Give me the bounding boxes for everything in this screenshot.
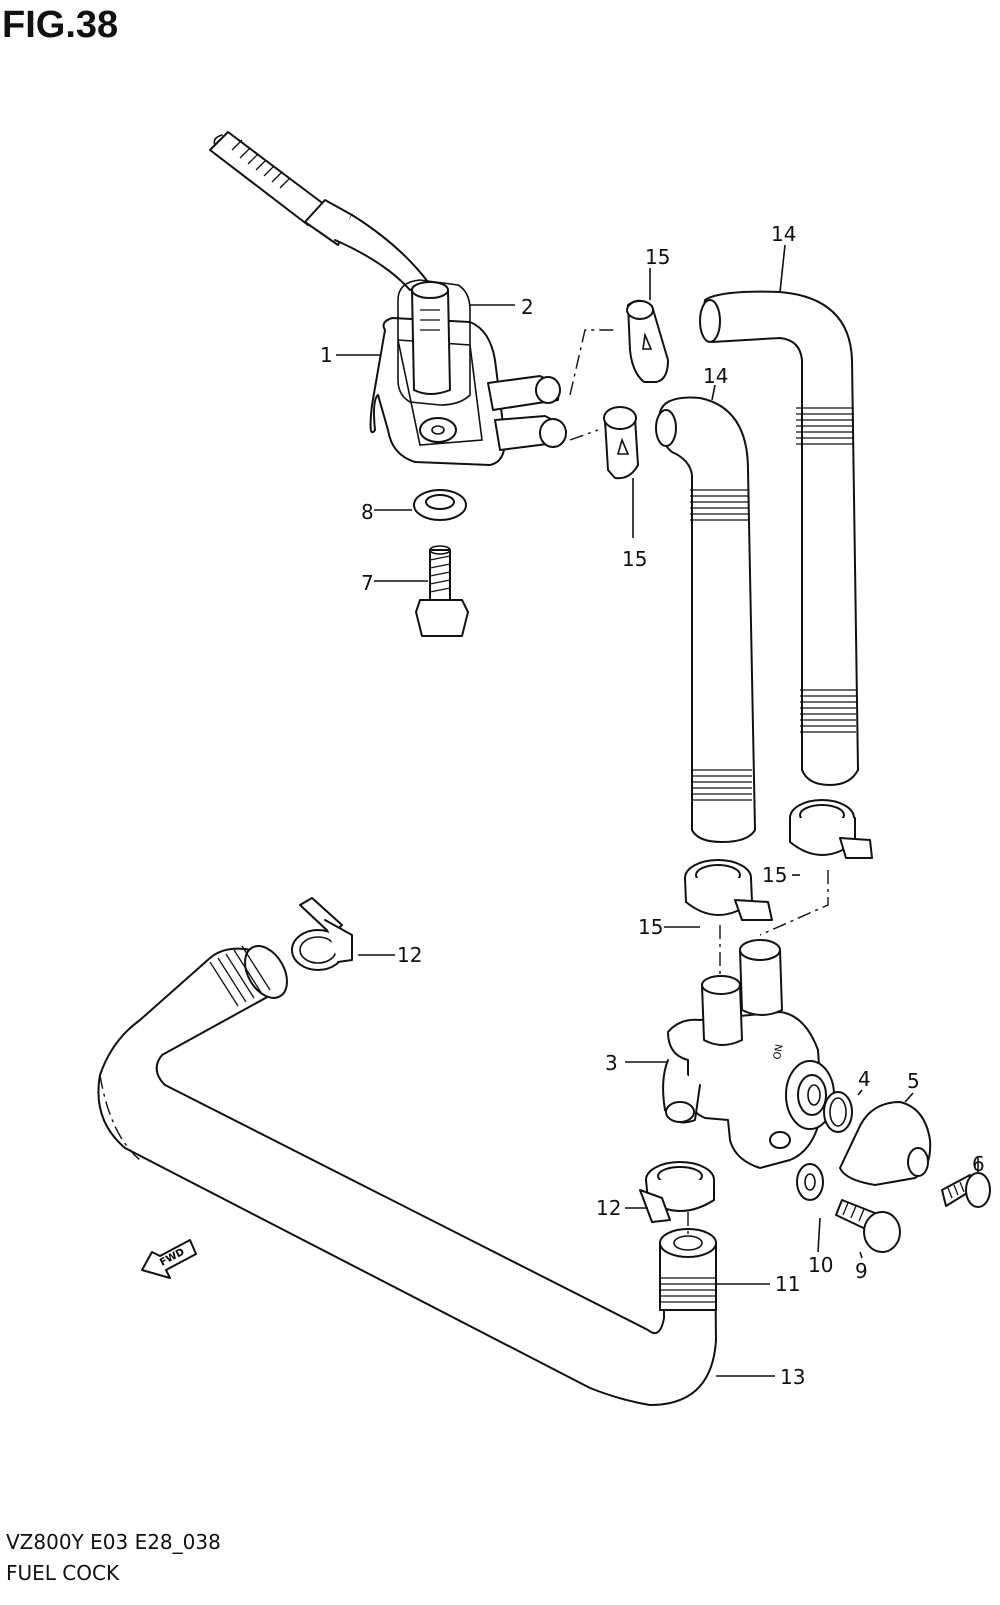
part-9-screw: [835, 1199, 901, 1253]
callout-12-upper: 12: [397, 943, 422, 967]
callout-15-b: 15: [622, 547, 647, 571]
callout-14-lower: 14: [703, 364, 728, 388]
callout-6: 6: [972, 1152, 985, 1176]
part-13-hose: [97, 945, 717, 1406]
part-5-lever: [839, 1101, 932, 1186]
callout-numbers: 1 2 3 4 5 6 7 8 9 10 11 12 12 13 14 14 1…: [320, 222, 985, 1389]
callout-1: 1: [320, 343, 333, 367]
part-14-hose-b: [655, 396, 756, 843]
callout-2: 2: [521, 295, 534, 319]
part-12-clamp-lower: [639, 1161, 715, 1223]
svg-text:ON: ON: [772, 1043, 786, 1060]
part-12-clamp-upper: [291, 897, 353, 971]
forward-arrow-icon: FWD: [141, 1239, 197, 1279]
callout-15-c: 15: [762, 863, 787, 887]
callout-15-a: 15: [645, 245, 670, 269]
callout-11: 11: [775, 1272, 800, 1296]
callout-4: 4: [858, 1067, 871, 1091]
part-15-clamp-upper-b: [603, 406, 639, 480]
part-8-washer: [413, 489, 467, 521]
part-4-o-ring: [823, 1091, 853, 1133]
assembly-name: FUEL COCK: [6, 1561, 120, 1585]
callout-10: 10: [808, 1253, 833, 1277]
part-15-clamp-lower-b: [684, 859, 773, 921]
callout-15-d: 15: [638, 915, 663, 939]
part-3-fuel-cock: ON: [662, 939, 835, 1169]
leader-lines: [336, 244, 979, 1377]
figure-title: FIG.38: [2, 4, 119, 46]
part-15-clamp-lower-a: [789, 799, 873, 859]
part-15-clamp-upper-a: [626, 299, 669, 383]
part-6-screw: [941, 1172, 991, 1208]
callout-14-upper: 14: [771, 222, 796, 246]
callout-8: 8: [361, 500, 374, 524]
callout-12-lower: 12: [596, 1196, 621, 1220]
part-7-bolt: [415, 545, 469, 637]
callout-13: 13: [780, 1365, 805, 1389]
part-10-washer: [796, 1163, 824, 1201]
part-1-fuel-cock: [209, 131, 567, 466]
part-2-strainer: [397, 279, 471, 406]
callout-5: 5: [907, 1069, 920, 1093]
assembly-guides: [569, 329, 829, 1235]
callout-9: 9: [855, 1259, 868, 1283]
callout-3: 3: [605, 1051, 618, 1075]
part-11-hose-end: [659, 1228, 717, 1311]
part-14-hose-a: [699, 290, 859, 786]
callout-7: 7: [361, 571, 374, 595]
model-code: VZ800Y E03 E28_038: [6, 1530, 221, 1554]
